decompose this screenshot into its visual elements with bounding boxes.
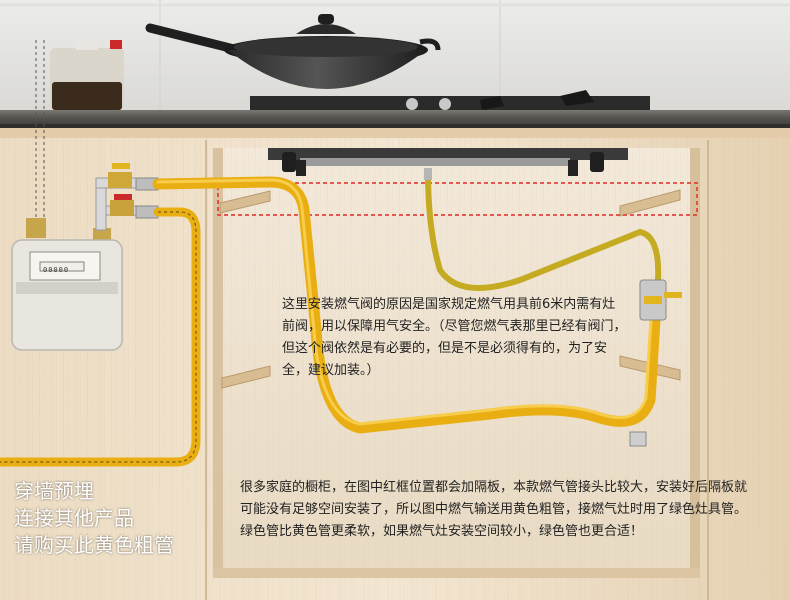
cabinet-annotation: 很多家庭的橱柜，在图中红框位置都会加隔板，本款燃气管接头比较大，安装好后隔板就可… xyxy=(240,480,748,539)
partition-highlight-box xyxy=(217,182,698,216)
wok-pan xyxy=(145,14,441,89)
oil-bottle xyxy=(50,40,124,110)
stove-knob xyxy=(439,98,451,110)
gas-meter xyxy=(11,218,123,351)
stove-knob xyxy=(406,98,418,110)
stove-front-valve xyxy=(639,279,682,321)
pipe-elbow-fitting xyxy=(629,431,647,447)
countertop xyxy=(0,110,790,126)
pipe-caption: 穿墙预埋 连接其他产品 请购买此黄色粗管 xyxy=(14,478,214,559)
meter-riser-pipes xyxy=(35,40,159,231)
caption-line: 连接其他产品 xyxy=(14,506,134,530)
stove-burner-underside xyxy=(268,148,628,176)
caption-line: 穿墙预埋 xyxy=(14,479,94,503)
valve-annotation: 这里安装燃气阀的原因是国家规定燃气用具前6米内需有灶前阀，用以保障用气安全。（尽… xyxy=(282,297,627,378)
green-stove-hose xyxy=(425,169,662,291)
shelf-bracket xyxy=(219,189,681,389)
gas-meter-reading: 00000 xyxy=(43,266,70,274)
caption-line: 请购买此黄色粗管 xyxy=(14,533,174,557)
